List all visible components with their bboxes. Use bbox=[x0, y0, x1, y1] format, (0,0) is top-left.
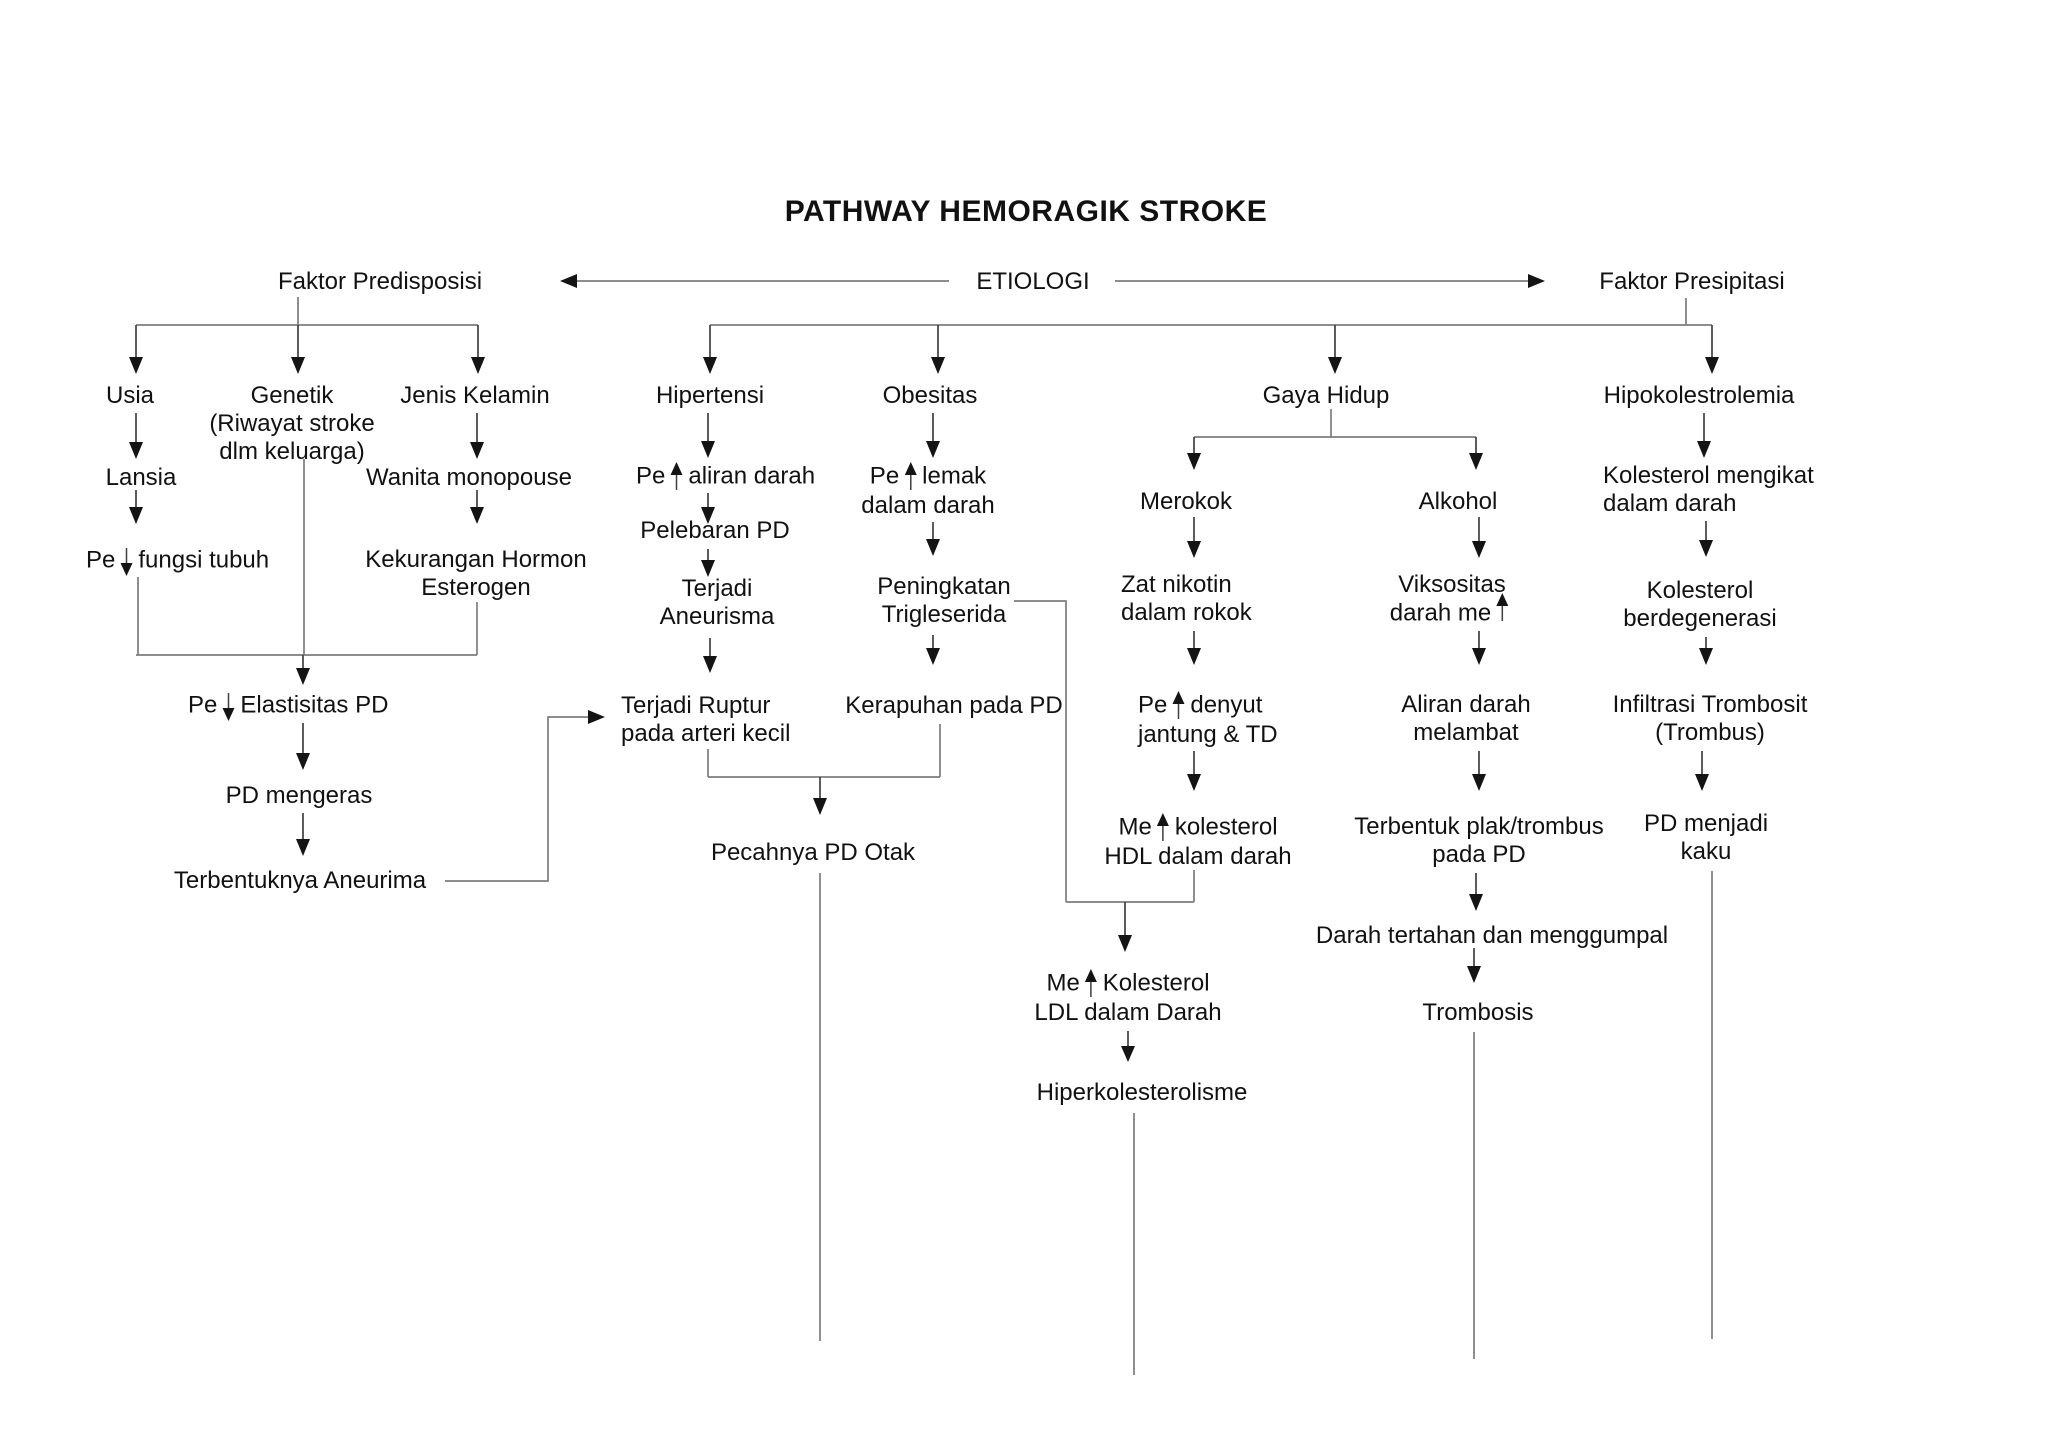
node-obesitas: Obesitas bbox=[882, 382, 978, 409]
node-gaya-hidup: Gaya Hidup bbox=[1262, 382, 1390, 409]
node-hiperkolesterolisme: Hiperkolesterolisme bbox=[1036, 1079, 1248, 1106]
node-merokok: Merokok bbox=[1139, 488, 1233, 515]
node-aliran-darah-melambat: Aliran darah melambat bbox=[1401, 691, 1531, 746]
connector-lansia-pe-fungsi bbox=[129, 490, 143, 524]
decrease-arrow-icon bbox=[120, 546, 133, 576]
node-kerapuhan-pada-pd: Kerapuhan pada PD bbox=[845, 692, 1063, 719]
node-terjadi-ruptur: Terjadi Ruptur pada arteri kecil bbox=[621, 692, 791, 747]
connector-obesitas-lemak bbox=[926, 413, 940, 458]
node-alkohol: Alkohol bbox=[1418, 488, 1498, 515]
connector-pelebaran-aneurisma bbox=[701, 549, 715, 577]
node-pd-menjadi-kaku: PD menjadi kaku bbox=[1643, 810, 1769, 865]
node-hipertensi: Hipertensi bbox=[655, 382, 765, 409]
bracket-pecahnya-merge bbox=[707, 724, 941, 815]
bracket-etiologi bbox=[703, 298, 1719, 374]
node-pelebaran-pd: Pelebaran PD bbox=[640, 517, 790, 544]
connector-etiologi-to-predisposisi bbox=[560, 274, 949, 288]
header-faktor-predisposisi: Faktor Predisposisi bbox=[277, 268, 483, 295]
node-darah-tertahan: Darah tertahan dan menggumpal bbox=[1315, 922, 1669, 949]
connector-lemak-peningkatan bbox=[926, 522, 940, 556]
increase-arrow-icon bbox=[1157, 813, 1170, 843]
node-pd-mengeras: PD mengeras bbox=[225, 782, 373, 809]
node-zat-nikotin: Zat nikotin dalam rokok bbox=[1121, 571, 1252, 626]
connector-plak-tertahan bbox=[1469, 873, 1483, 911]
decrease-arrow-icon bbox=[222, 691, 235, 721]
connector-ldl-hiperkolesterolisme bbox=[1121, 1031, 1135, 1062]
bracket-ldl-merge bbox=[1066, 870, 1195, 952]
node-terbentuk-plak-trombus: Terbentuk plak/trombus pada PD bbox=[1354, 813, 1604, 868]
node-kekurangan-hormon: Kekurangan Hormon Esterogen bbox=[365, 546, 587, 601]
connector-aneurima-ruptur bbox=[445, 710, 605, 882]
connector-jeniskelamin-wanita bbox=[470, 413, 484, 459]
increase-arrow-icon bbox=[1172, 691, 1185, 721]
node-kolesterol-mengikat: Kolesterol mengikat dalam darah bbox=[1603, 462, 1814, 517]
connector-mengikat-berdegenerasi bbox=[1699, 521, 1713, 557]
connector-peningkatan-kerapuhan bbox=[926, 635, 940, 665]
connector-hipertensi-aliran bbox=[701, 413, 715, 458]
node-kolesterol-berdegenerasi: Kolesterol berdegenerasi bbox=[1623, 577, 1777, 632]
connector-aliran-plak bbox=[1472, 751, 1486, 791]
bracket-gaya-hidup bbox=[1187, 409, 1483, 470]
node-lansia: Lansia bbox=[105, 464, 177, 491]
increase-arrow-icon bbox=[1496, 593, 1509, 623]
increase-arrow-icon bbox=[670, 462, 683, 492]
connector-denyut-hdl bbox=[1187, 751, 1201, 791]
bracket-predisposisi bbox=[129, 297, 485, 374]
connector-usia-lansia bbox=[129, 413, 143, 459]
page-title: PATHWAY HEMORAGIK STROKE bbox=[784, 195, 1268, 228]
connector-berdegenerasi-infiltrasi bbox=[1699, 637, 1713, 665]
connector-aliran-pelebaran bbox=[701, 493, 715, 524]
connector-nikotin-denyut bbox=[1187, 631, 1201, 665]
connector-aneurisma-ruptur bbox=[703, 638, 717, 673]
node-genetik: Genetik (Riwayat stroke dlm keluarga) bbox=[209, 382, 375, 465]
connector-tertahan-trombosis bbox=[1467, 948, 1481, 983]
node-usia: Usia bbox=[105, 382, 155, 409]
connector-alkohol-viksositas bbox=[1472, 517, 1486, 558]
node-infiltrasi-trombosit: Infiltrasi Trombosit (Trombus) bbox=[1612, 691, 1808, 746]
node-terjadi-aneurisma: Terjadi Aneurisma bbox=[659, 575, 775, 630]
connector-elastisitas-mengeras bbox=[296, 723, 310, 770]
node-peningkatan-trigleserida: Peningkatan Trigleserida bbox=[877, 573, 1011, 628]
connector-etiologi-to-presipitasi bbox=[1115, 274, 1545, 288]
header-etiologi: ETIOLOGI bbox=[976, 268, 1090, 295]
connector-merokok-nikotin bbox=[1187, 517, 1201, 558]
node-trombosis: Trombosis bbox=[1422, 999, 1534, 1026]
node-hipokolestrolemia: Hipokolestrolemia bbox=[1603, 382, 1795, 409]
node-jenis-kelamin: Jenis Kelamin bbox=[400, 382, 550, 409]
connector-viksositas-aliran bbox=[1472, 631, 1486, 665]
header-faktor-presipitasi: Faktor Presipitasi bbox=[1599, 268, 1785, 295]
increase-arrow-icon bbox=[904, 462, 917, 492]
connector-hipokolestrolemia-mengikat bbox=[1697, 413, 1711, 458]
increase-arrow-icon bbox=[1085, 969, 1098, 999]
connector-infiltrasi-kaku bbox=[1695, 751, 1709, 791]
connector-wanita-kekurangan bbox=[470, 490, 484, 524]
connector-trigleserida-ldl bbox=[1014, 600, 1067, 902]
connector-mengeras-aneurima bbox=[296, 813, 310, 856]
node-pecahnya-pd-otak: Pecahnya PD Otak bbox=[710, 839, 916, 866]
node-terbentuknya-aneurima: Terbentuknya Aneurima bbox=[173, 867, 427, 894]
node-wanita-monopouse: Wanita monopouse bbox=[366, 464, 572, 491]
node-viksositas: Viksositas darah me bbox=[1390, 571, 1514, 629]
bracket-predisposisi-merge bbox=[136, 459, 478, 685]
